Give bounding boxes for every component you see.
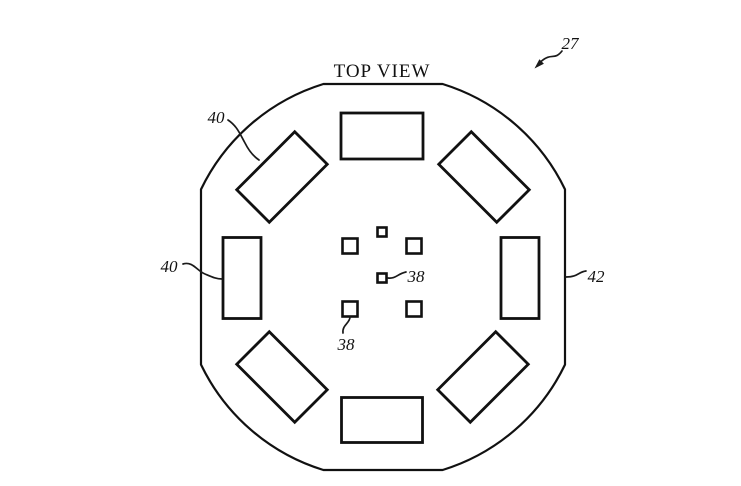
ref-label-40-top: 40 — [208, 108, 226, 127]
magnet-group — [221, 111, 541, 444]
sensor-square — [341, 300, 359, 318]
magnet-rect — [499, 236, 541, 320]
magnet-rect — [435, 329, 531, 425]
leader-38-bottom — [342, 316, 351, 334]
ref-label-38-bottom: 38 — [337, 335, 356, 354]
magnet-rect — [339, 111, 425, 161]
arrow-27-tail — [540, 50, 563, 63]
magnet-rect — [221, 236, 263, 320]
leader-42 — [565, 270, 587, 278]
view-title: TOP VIEW — [334, 61, 431, 82]
sensor-square — [376, 272, 388, 284]
magnet-rect — [436, 129, 532, 225]
magnet-rect — [234, 329, 330, 425]
arrow-27-head — [534, 59, 544, 69]
leader-40-top — [227, 119, 260, 161]
magnet-rect — [234, 129, 330, 225]
enclosure-outline — [199, 82, 567, 472]
magnet-rect — [340, 396, 424, 444]
leader-40-left — [182, 262, 223, 280]
ref-label-38-center: 38 — [407, 267, 426, 286]
ref-label-27: 27 — [562, 34, 581, 53]
sensor-square — [405, 237, 423, 255]
sensor-square — [341, 237, 359, 255]
leader-38-center — [387, 271, 407, 279]
sensor-square — [376, 226, 388, 238]
ref-label-42: 42 — [588, 267, 606, 286]
ref-label-40-left: 40 — [161, 257, 179, 276]
sensor-square — [405, 300, 423, 318]
